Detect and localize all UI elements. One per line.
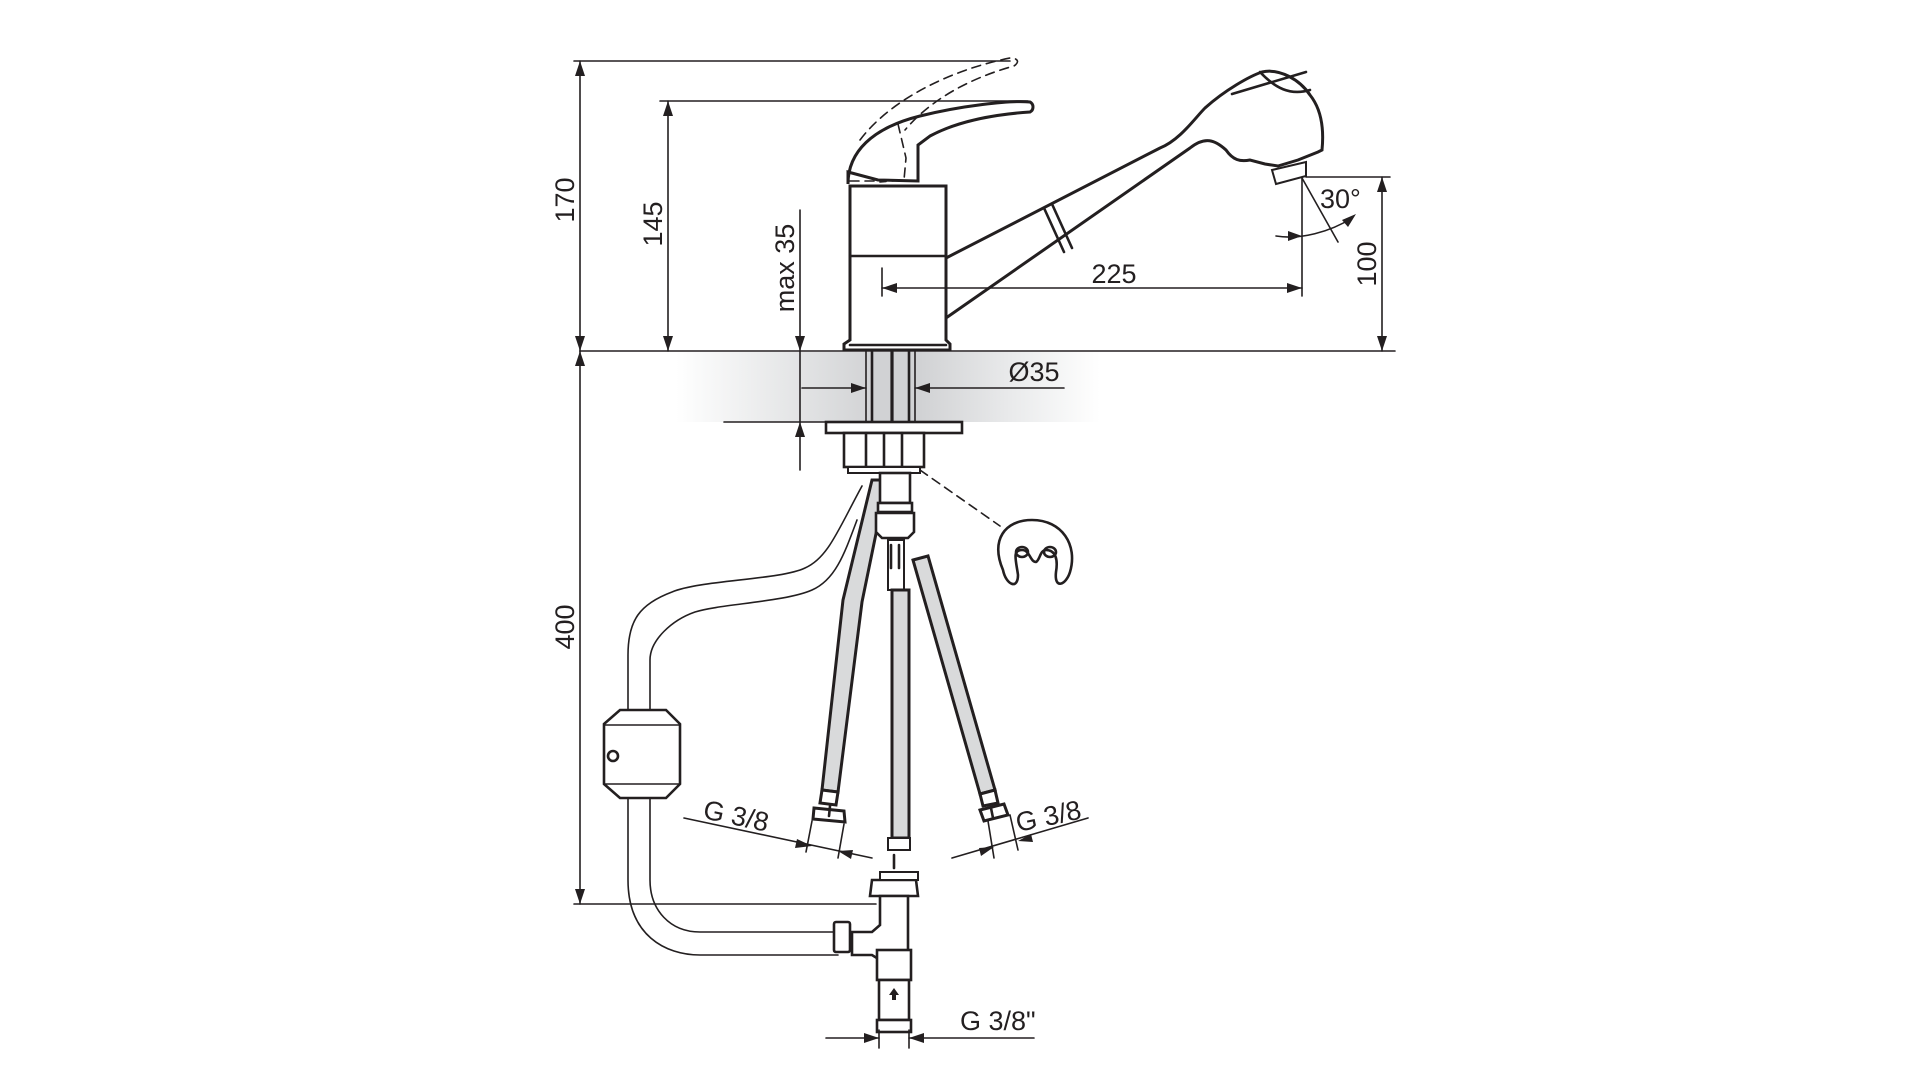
dim-spray-angle-label: 30° bbox=[1320, 184, 1361, 214]
dim-hose-right-thread: G 3/8 bbox=[951, 795, 1089, 859]
dim-hose-length: 400 bbox=[550, 350, 877, 905]
dim-hose-left-thread-label: G 3/8 bbox=[701, 795, 772, 838]
dim-spout-height: 145 bbox=[638, 100, 1029, 352]
dim-spout-reach-label: 225 bbox=[1091, 259, 1136, 289]
dim-spout-reach: 225 bbox=[881, 177, 1303, 297]
hose-right bbox=[911, 554, 997, 796]
dim-outlet-height-label: 100 bbox=[1352, 241, 1382, 286]
dim-inlet-thread-label: G 3/8" bbox=[960, 1006, 1036, 1036]
pull-out-spout bbox=[944, 69, 1325, 321]
center-connector bbox=[874, 471, 916, 591]
dim-deck-thickness: max 35 bbox=[770, 209, 805, 471]
dim-outlet-height: 100 bbox=[1305, 176, 1391, 352]
counterweight bbox=[602, 708, 682, 800]
lever-handle bbox=[846, 57, 1035, 185]
retaining-clip bbox=[919, 469, 1074, 586]
dim-inlet-thread: G 3/8" bbox=[825, 1006, 1036, 1049]
countertop bbox=[579, 350, 1396, 423]
flow-arrow-icon bbox=[889, 988, 899, 1000]
dim-spray-angle: 30° bbox=[1275, 177, 1361, 243]
hose-right-fitting bbox=[978, 788, 1010, 823]
faucet-body bbox=[842, 184, 952, 352]
dim-spout-height-label: 145 bbox=[638, 201, 668, 246]
mounting-nut bbox=[842, 431, 926, 474]
dim-total-height-label: 170 bbox=[550, 177, 580, 222]
dim-mounting-hole: Ø35 bbox=[801, 357, 1065, 393]
mounting-plate bbox=[824, 420, 964, 435]
tee-connector bbox=[832, 837, 920, 1034]
hose-middle bbox=[890, 588, 911, 840]
dim-hose-length-label: 400 bbox=[550, 604, 580, 649]
mounting-shank bbox=[865, 349, 916, 424]
flexible-hoses bbox=[820, 478, 997, 840]
hose-left-fitting bbox=[811, 788, 847, 824]
dim-hose-right-thread-label: G 3/8 bbox=[1013, 795, 1084, 838]
dim-mounting-hole-label: Ø35 bbox=[1008, 357, 1059, 387]
shower-hose-loop bbox=[627, 485, 863, 956]
dim-total-height: 170 bbox=[550, 60, 1011, 352]
dim-hose-left-thread: G 3/8 bbox=[683, 795, 873, 859]
dim-deck-thickness-label: max 35 bbox=[770, 224, 800, 313]
